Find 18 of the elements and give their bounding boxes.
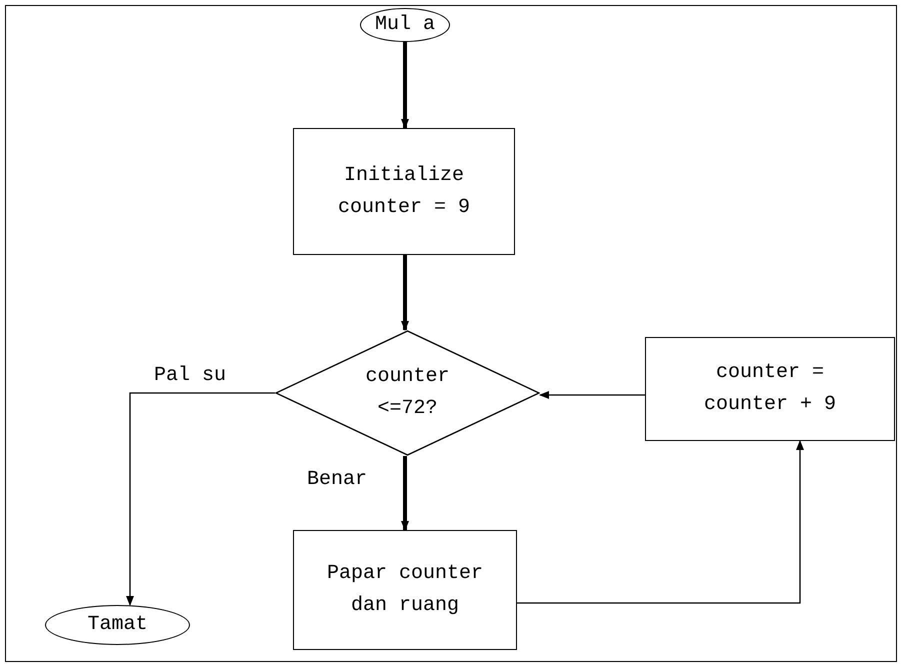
node-text: Initialize counter = 9 [336,162,472,220]
arrow [517,440,804,604]
node-text: counter = counter + 9 [702,360,838,418]
terminal-ellipse [360,8,450,42]
terminal-ellipse [45,605,190,645]
arrow [401,42,409,129]
arrow [539,391,645,399]
process-box [293,128,515,255]
decision-diamond [275,330,540,456]
node-text: Mul a [374,14,436,36]
process-box [293,530,517,650]
node-text: Papar counter dan ruang [326,561,484,619]
node-text: counter <=72? [364,364,450,422]
arrow [401,255,409,331]
process-box [645,337,895,441]
node-text: Tamat [86,614,148,636]
arrow [401,456,409,531]
arrow [126,392,275,606]
